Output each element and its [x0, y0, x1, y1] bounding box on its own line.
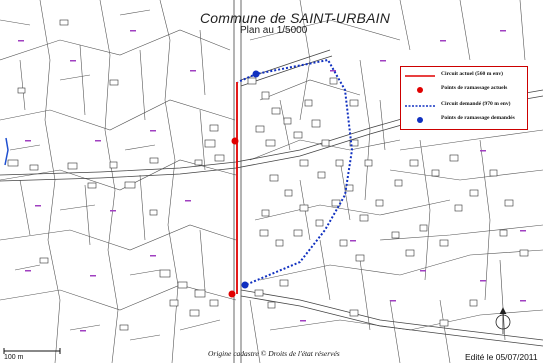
scale-bar — [3, 348, 61, 354]
map-scale-subtitle: Plan au 1/5000 — [240, 25, 308, 36]
requested-pickup-point[interactable] — [252, 70, 260, 78]
solid-red-line-icon — [405, 75, 435, 77]
legend-label: Points de ramassage demandés — [441, 115, 515, 121]
north-arrow-icon — [495, 307, 511, 334]
parcel-number-marks — [18, 30, 526, 332]
legend-label: Points de ramassage actuels — [441, 85, 508, 91]
map-title: Commune de SAINT-URBAIN — [200, 10, 391, 26]
legend-row-current-points: Points de ramassage actuels — [405, 83, 527, 97]
requested-route-line — [237, 58, 354, 287]
blue-dot-icon — [417, 117, 423, 123]
scale-bar-label: 100 m — [4, 354, 24, 361]
legend-row-requested-points: Points de ramassage demandés — [405, 113, 527, 127]
current-pickup-point[interactable] — [228, 290, 236, 298]
edition-date: Edité le 05/07/2011 — [465, 352, 538, 362]
legend-row-current-route: Circuit actuel (560 m env) — [405, 69, 527, 83]
legend-label: Circuit actuel (560 m env) — [441, 71, 504, 77]
map-legend: Circuit actuel (560 m env) Points de ram… — [400, 66, 528, 130]
dotted-blue-line-icon — [405, 105, 435, 107]
cadastre-credit: Origine cadastre © Droits de l'état rése… — [208, 349, 340, 358]
stream-line — [4, 137, 9, 166]
legend-label: Circuit demandé (970 m env) — [441, 101, 511, 107]
red-dot-icon — [417, 87, 423, 93]
requested-pickup-point[interactable] — [241, 281, 249, 289]
buildings — [7, 19, 529, 331]
current-pickup-point[interactable] — [231, 137, 239, 145]
legend-row-requested-route: Circuit demandé (970 m env) — [405, 99, 527, 113]
